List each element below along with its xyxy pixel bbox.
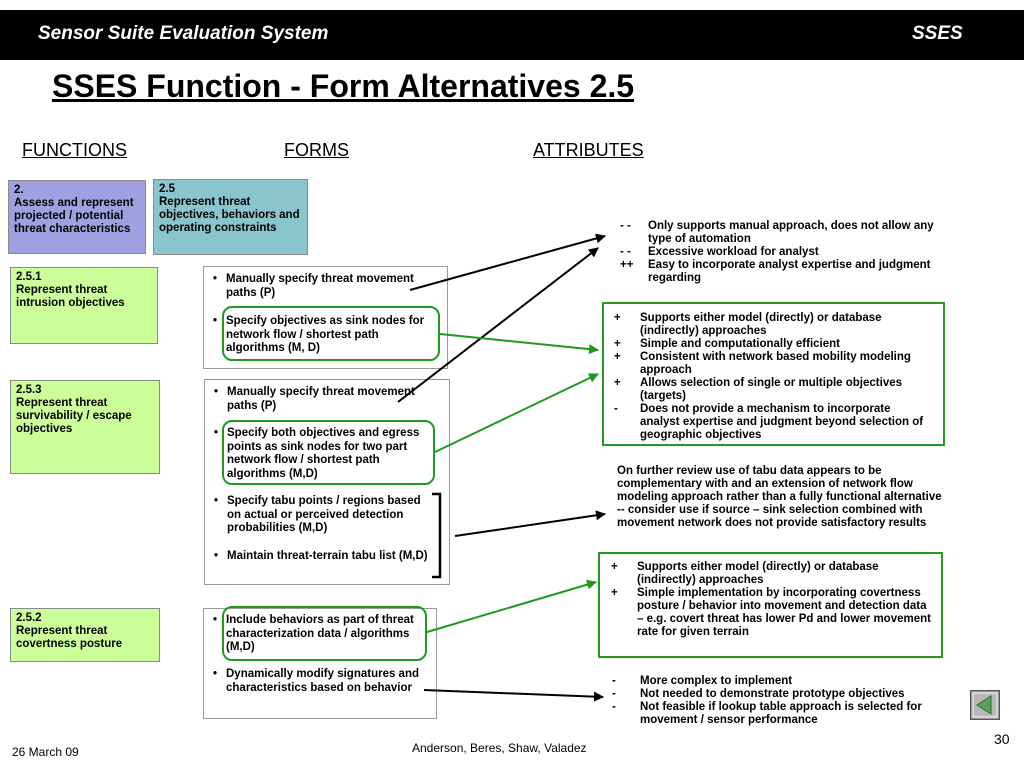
attribute-item: - -Excessive workload for analyst	[620, 246, 819, 258]
attributes-manual-paths: - -Only supports manual approach, does n…	[620, 220, 955, 285]
attribute-item: -Does not provide a mechanism to incorpo…	[614, 403, 924, 441]
app-title: Sensor Suite Evaluation System	[38, 23, 329, 44]
function-box-2-5-1: 2.5.1 Represent threat intrusion objecti…	[10, 267, 158, 344]
arrow-behaviors-to-attr3	[426, 579, 597, 633]
attribute-item: ++Easy to incorporate analyst expertise …	[620, 259, 931, 284]
function-number: 2.5	[159, 183, 175, 195]
form-option: Specify objectives as sink nodes for net…	[210, 315, 436, 356]
attributes-covertness-box: +Supports either model (directly) or dat…	[598, 552, 943, 658]
form-option: Dynamically modify signatures and charac…	[210, 668, 431, 695]
footer-date: 26 March 09	[12, 745, 79, 759]
function-number: 2.5.2	[16, 612, 42, 624]
selected-form-highlight	[222, 606, 427, 661]
attribute-item: -Not needed to demonstrate prototype obj…	[612, 688, 905, 700]
attributes-header: ATTRIBUTES	[533, 140, 644, 160]
arrow-tabu-to-note	[454, 510, 606, 537]
attribute-item: +Simple implementation by incorporating …	[611, 587, 931, 638]
selected-form-highlight	[222, 306, 440, 361]
page-number: 30	[994, 731, 1010, 747]
form-option: Maintain threat-terrain tabu list (M,D)	[211, 550, 442, 564]
function-label: Represent threat intrusion objectives	[16, 284, 125, 309]
attribute-item: +Allows selection of single or multiple …	[614, 377, 903, 402]
function-number: 2.5.3	[16, 384, 42, 396]
tabu-review-note: On further review use of tabu data appea…	[617, 465, 942, 529]
function-box-2-5-3: 2.5.3 Represent threat survivability / e…	[10, 380, 160, 474]
function-box-2-5: 2.5 Represent threat objectives, behavio…	[153, 179, 308, 255]
back-arrow-icon	[972, 692, 998, 718]
attributes-dynamic-signatures: -More complex to implement -Not needed t…	[612, 675, 957, 727]
function-label: Represent threat survivability / escape …	[16, 397, 132, 435]
form-option: Specify tabu points / regions based on a…	[211, 495, 437, 536]
attribute-item: -More complex to implement	[612, 675, 793, 687]
slide-title: SSES Function - Form Alternatives 2.5	[52, 68, 635, 104]
function-box-2: 2. Assess and represent projected / pote…	[8, 180, 146, 254]
attribute-item: - -Only supports manual approach, does n…	[620, 220, 934, 245]
form-option: Manually specify threat movement paths (…	[211, 386, 427, 413]
functions-header: FUNCTIONS	[22, 140, 127, 160]
app-abbreviation: SSES	[912, 23, 963, 44]
arrow-sink-to-attr2	[439, 333, 599, 355]
function-number: 2.5.1	[16, 271, 42, 283]
footer-authors: Anderson, Beres, Shaw, Valadez	[412, 741, 587, 755]
attribute-item: +Consistent with network based mobility …	[614, 351, 911, 376]
form-option: Specify both objectives and egress point…	[211, 427, 437, 481]
attributes-sink-nodes-box: +Supports either model (directly) or dat…	[602, 302, 945, 446]
forms-header: FORMS	[284, 140, 349, 160]
function-label: Assess and represent projected / potenti…	[14, 197, 134, 235]
back-navigation-button[interactable]	[970, 690, 1000, 720]
form-group-2-5-3: Manually specify threat movement paths (…	[204, 379, 450, 585]
header-bar	[0, 10, 1024, 60]
function-number: 2.	[14, 184, 24, 196]
attribute-item: +Supports either model (directly) or dat…	[614, 312, 882, 337]
form-option: Include behaviors as part of threat char…	[210, 614, 426, 655]
form-group-2-5-2: Include behaviors as part of threat char…	[203, 608, 437, 719]
attribute-item: -Not feasible if lookup table approach i…	[612, 701, 922, 726]
arrow-egress-to-attr2	[434, 373, 599, 453]
function-label: Represent threat objectives, behaviors a…	[159, 196, 300, 234]
attribute-item: +Simple and computationally efficient	[614, 338, 841, 350]
function-label: Represent threat covertness posture	[16, 625, 123, 650]
function-box-2-5-2: 2.5.2 Represent threat covertness postur…	[10, 608, 160, 662]
form-option: Manually specify threat movement paths (…	[210, 273, 426, 300]
attribute-item: +Supports either model (directly) or dat…	[611, 561, 879, 586]
arrow-dynamic-to-attr4	[423, 689, 604, 702]
selected-form-highlight	[222, 420, 435, 485]
